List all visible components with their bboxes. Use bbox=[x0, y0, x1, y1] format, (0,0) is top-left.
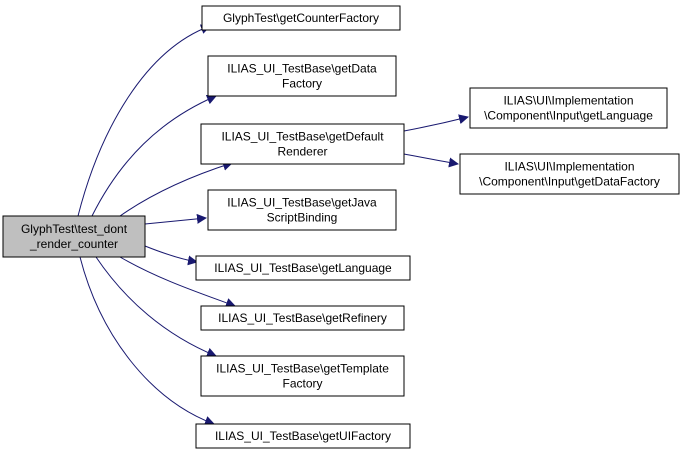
node-box bbox=[2, 215, 146, 258]
edge-root-to-data_factory bbox=[91, 94, 217, 217]
node-label-line: \Component\Input\getLanguage bbox=[484, 109, 653, 123]
edge-root-to-js_binding bbox=[144, 213, 207, 225]
node-label-line: ILIAS_UI_TestBase\getJava bbox=[227, 196, 377, 210]
node-label-line: ILIAS_UI_TestBase\getDefault bbox=[221, 130, 384, 144]
node-label-line: ILIAS\UI\Implementation bbox=[504, 160, 634, 174]
edge-default_renderer-to-input_data_factory bbox=[403, 153, 459, 168]
node-ui-factory[interactable]: ILIAS_UI_TestBase\getUIFactory bbox=[195, 423, 411, 449]
edge-default_renderer-to-input_language bbox=[403, 114, 469, 132]
node-box bbox=[459, 153, 680, 195]
node-label-line: ILIAS_UI_TestBase\getLanguage bbox=[214, 261, 392, 275]
node-box bbox=[200, 123, 405, 165]
edge-root-to-refinery bbox=[119, 256, 236, 308]
node-box bbox=[200, 305, 405, 331]
node-box bbox=[195, 423, 411, 449]
edges bbox=[77, 24, 469, 426]
node-label-line: ILIAS_UI_TestBase\getUIFactory bbox=[215, 429, 391, 443]
node-label-line: ILIAS_UI_TestBase\getRefinery bbox=[218, 311, 387, 325]
node-input-language[interactable]: ILIAS\UI\Implementation\Component\Input\… bbox=[469, 87, 668, 129]
edge-root-to-counter_factory bbox=[77, 24, 211, 217]
node-data-factory[interactable]: ILIAS_UI_TestBase\getDataFactory bbox=[207, 55, 397, 97]
node-label-line: ILIAS_UI_TestBase\getData bbox=[227, 62, 377, 76]
node-label-line: ILIAS_UI_TestBase\getTemplate bbox=[216, 362, 389, 376]
node-box bbox=[469, 87, 668, 129]
node-box bbox=[207, 55, 397, 97]
node-box bbox=[207, 189, 397, 231]
edge-root-to-template_factory bbox=[95, 256, 217, 358]
node-label-line: \Component\Input\getDataFactory bbox=[479, 175, 660, 189]
node-root[interactable]: GlyphTest\test_dont_render_counter bbox=[2, 215, 146, 258]
node-label-line: Factory bbox=[282, 377, 322, 391]
node-refinery[interactable]: ILIAS_UI_TestBase\getRefinery bbox=[200, 305, 405, 331]
node-label-line: GlyphTest\getCounterFactory bbox=[223, 11, 379, 25]
edge-root-to-ui_factory bbox=[79, 256, 215, 426]
node-counter-factory[interactable]: GlyphTest\getCounterFactory bbox=[201, 5, 401, 31]
node-box bbox=[195, 255, 411, 281]
node-label-line: ScriptBinding bbox=[267, 211, 338, 225]
node-label-line: Factory bbox=[282, 77, 322, 91]
node-label-line: ILIAS\UI\Implementation bbox=[503, 94, 633, 108]
node-box bbox=[200, 355, 405, 397]
edge-root-to-language bbox=[144, 245, 198, 266]
node-language[interactable]: ILIAS_UI_TestBase\getLanguage bbox=[195, 255, 411, 281]
node-box bbox=[201, 5, 401, 31]
edge-root-to-default_renderer bbox=[119, 160, 233, 217]
node-label-line: _render_counter bbox=[29, 237, 118, 251]
node-label-line: Renderer bbox=[277, 145, 327, 159]
nodes: GlyphTest\test_dont_render_counterGlyphT… bbox=[2, 5, 680, 449]
node-input-data-factory[interactable]: ILIAS\UI\Implementation\Component\Input\… bbox=[459, 153, 680, 195]
node-label-line: GlyphTest\test_dont bbox=[21, 222, 128, 236]
